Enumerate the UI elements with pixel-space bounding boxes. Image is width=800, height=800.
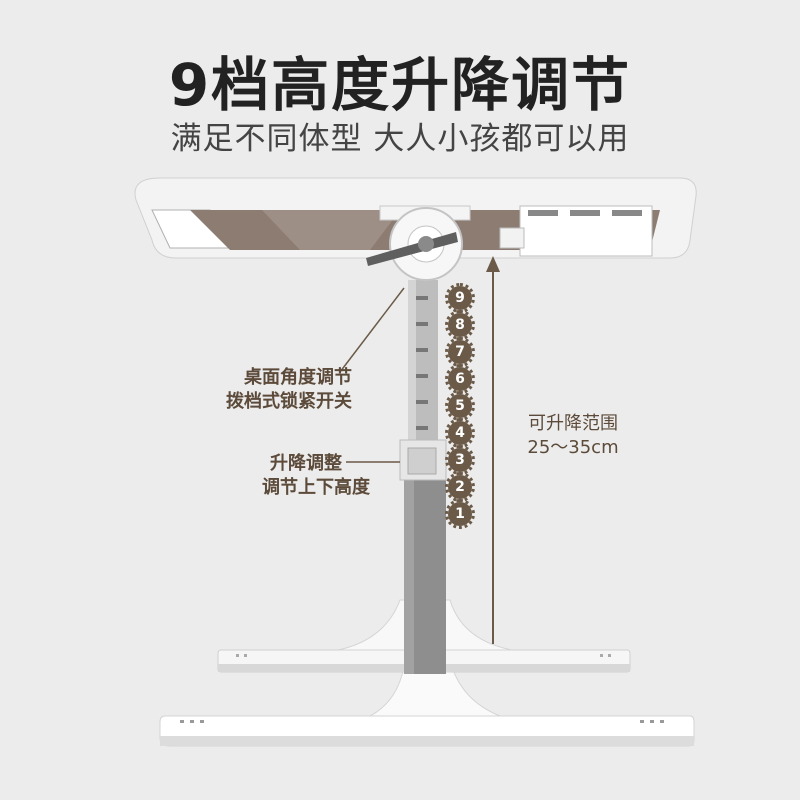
front-foot xyxy=(159,659,695,747)
gear-level-number: 3 xyxy=(455,452,465,468)
page-subtitle: 满足不同体型 大人小孩都可以用 xyxy=(170,121,630,157)
gear-level-icon: 7 xyxy=(445,337,475,367)
tilt-annotation-line2: 拨档式锁紧开关 xyxy=(226,391,352,412)
gear-level-number: 8 xyxy=(455,317,465,333)
lift-annotation: 升降调整 调节上下高度 xyxy=(200,452,370,500)
tilt-annotation: 桌面角度调节 拨档式锁紧开关 xyxy=(170,366,352,414)
gear-level-number: 1 xyxy=(455,506,465,522)
gear-level-icon: 9 xyxy=(445,283,475,313)
gear-level-icon: 6 xyxy=(445,364,475,394)
gear-level-number: 7 xyxy=(455,344,465,360)
range-arrow xyxy=(486,256,500,644)
gear-level-icon: 2 xyxy=(445,472,475,502)
tilt-annotation-line1: 桌面角度调节 xyxy=(244,367,352,388)
gear-level-number: 4 xyxy=(455,425,465,441)
height-range: 可升降范围 25～35cm xyxy=(510,412,636,460)
gear-level-icon: 1 xyxy=(445,499,475,529)
height-range-label: 可升降范围 xyxy=(528,413,618,434)
page-title: 9档高度升降调节 xyxy=(168,51,632,119)
lift-annotation-line2: 调节上下高度 xyxy=(262,477,370,498)
gear-level-number: 5 xyxy=(455,398,465,414)
height-range-value: 25～35cm xyxy=(527,437,619,458)
tilt-pointer-line xyxy=(339,287,405,373)
gear-level-number: 9 xyxy=(455,290,465,306)
gear-level-icon: 4 xyxy=(445,418,475,448)
gear-level-number: 2 xyxy=(455,479,465,495)
lift-annotation-line1: 升降调整 xyxy=(270,453,342,474)
gear-level-number: 6 xyxy=(455,371,465,387)
gear-level-icon: 8 xyxy=(445,310,475,340)
tilt-hinge xyxy=(366,205,471,281)
lift-collar xyxy=(399,439,447,481)
gear-level-icon: 3 xyxy=(445,445,475,475)
gear-level-icon: 5 xyxy=(445,391,475,421)
inner-pole xyxy=(408,280,438,465)
